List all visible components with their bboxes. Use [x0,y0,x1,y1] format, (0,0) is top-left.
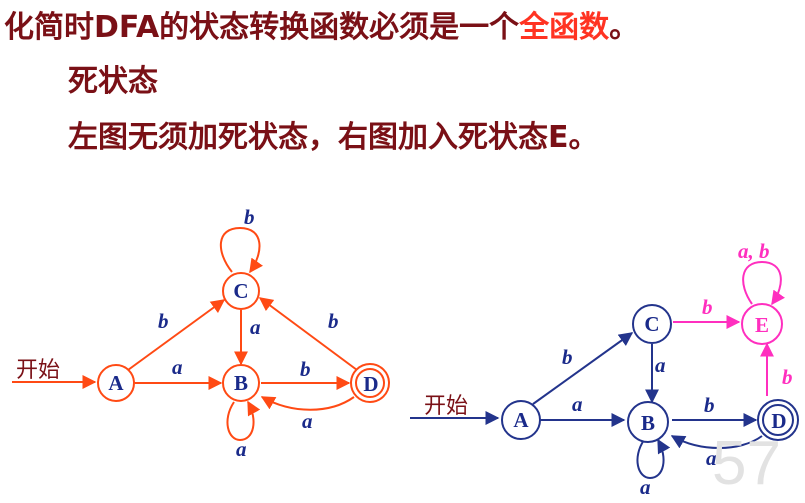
slide-title-line: 化简时DFA的状态转换函数必须是一个全函数。 [4,2,639,46]
left-node-A-label: A [108,371,124,395]
right-label-A-B: a [572,392,583,416]
right-edge-B-loop [636,438,671,480]
right-label-B-loop: a [640,475,651,499]
right-label-A-C: b [562,345,573,369]
dead-state-heading: 死状态 [68,64,158,99]
left-dfa: 开始 b b a b a b a a A C B D [12,205,390,461]
right-label-D-E: b [782,365,793,389]
left-label-B-loop: a [236,437,247,461]
page-number: 57 [712,429,781,498]
left-label-B-D: b [300,357,311,381]
right-node-C-circle [632,304,672,344]
left-start-label: 开始 [16,358,60,383]
right-node-E-circle [741,303,783,345]
right-node-C-label: C [644,312,659,336]
left-node-A-circle [97,364,135,402]
left-label-C-B: a [250,315,261,339]
left-node-C-circle [222,272,260,310]
right-edge-E-loop [742,260,785,306]
right-edge-D-B [670,435,763,449]
right-label-B-D: b [704,393,715,417]
right-dfa: 开始 a, b b b b a a b a a A C B E D [410,239,799,499]
left-edge-C-loop [219,226,263,274]
left-label-D-C: b [328,309,339,333]
left-edge-A-C [127,299,226,371]
left-node-B-label: B [234,371,248,395]
left-label-C-loop: b [244,205,255,229]
left-label-A-B: a [172,355,183,379]
right-label-C-E: b [702,295,713,319]
right-start-label: 开始 [424,394,468,419]
right-node-A-circle [501,400,541,440]
right-label-E-loop: a, b [738,239,770,263]
left-label-D-B: a [302,409,313,433]
right-label-D-B: a [706,446,717,470]
left-label-A-C: b [158,309,169,333]
left-node-D-label: D [363,372,378,396]
title-text: 化简时DFA的状态转换函数必须是一个 [4,10,520,45]
left-edge-D-C [258,297,358,371]
left-node-D-inner [355,368,385,398]
left-node-C-label: C [233,279,248,303]
right-node-B-circle [627,401,669,443]
left-edge-B-loop [226,400,261,442]
right-node-E-label: E [755,313,769,337]
left-node-B-circle [222,364,260,402]
right-node-D-inner [762,404,794,436]
explanation-line: 左图无须加死状态，右图加入死状态E。 [68,120,599,155]
right-node-D-label: D [771,409,786,433]
right-label-C-B: a [655,353,666,377]
right-node-B-label: B [641,411,655,435]
title-highlight: 全函数 [519,10,610,45]
right-node-A-label: A [513,408,529,432]
left-edge-D-B [260,396,355,411]
right-edge-A-C [532,332,634,405]
title-period: 。 [609,10,640,45]
